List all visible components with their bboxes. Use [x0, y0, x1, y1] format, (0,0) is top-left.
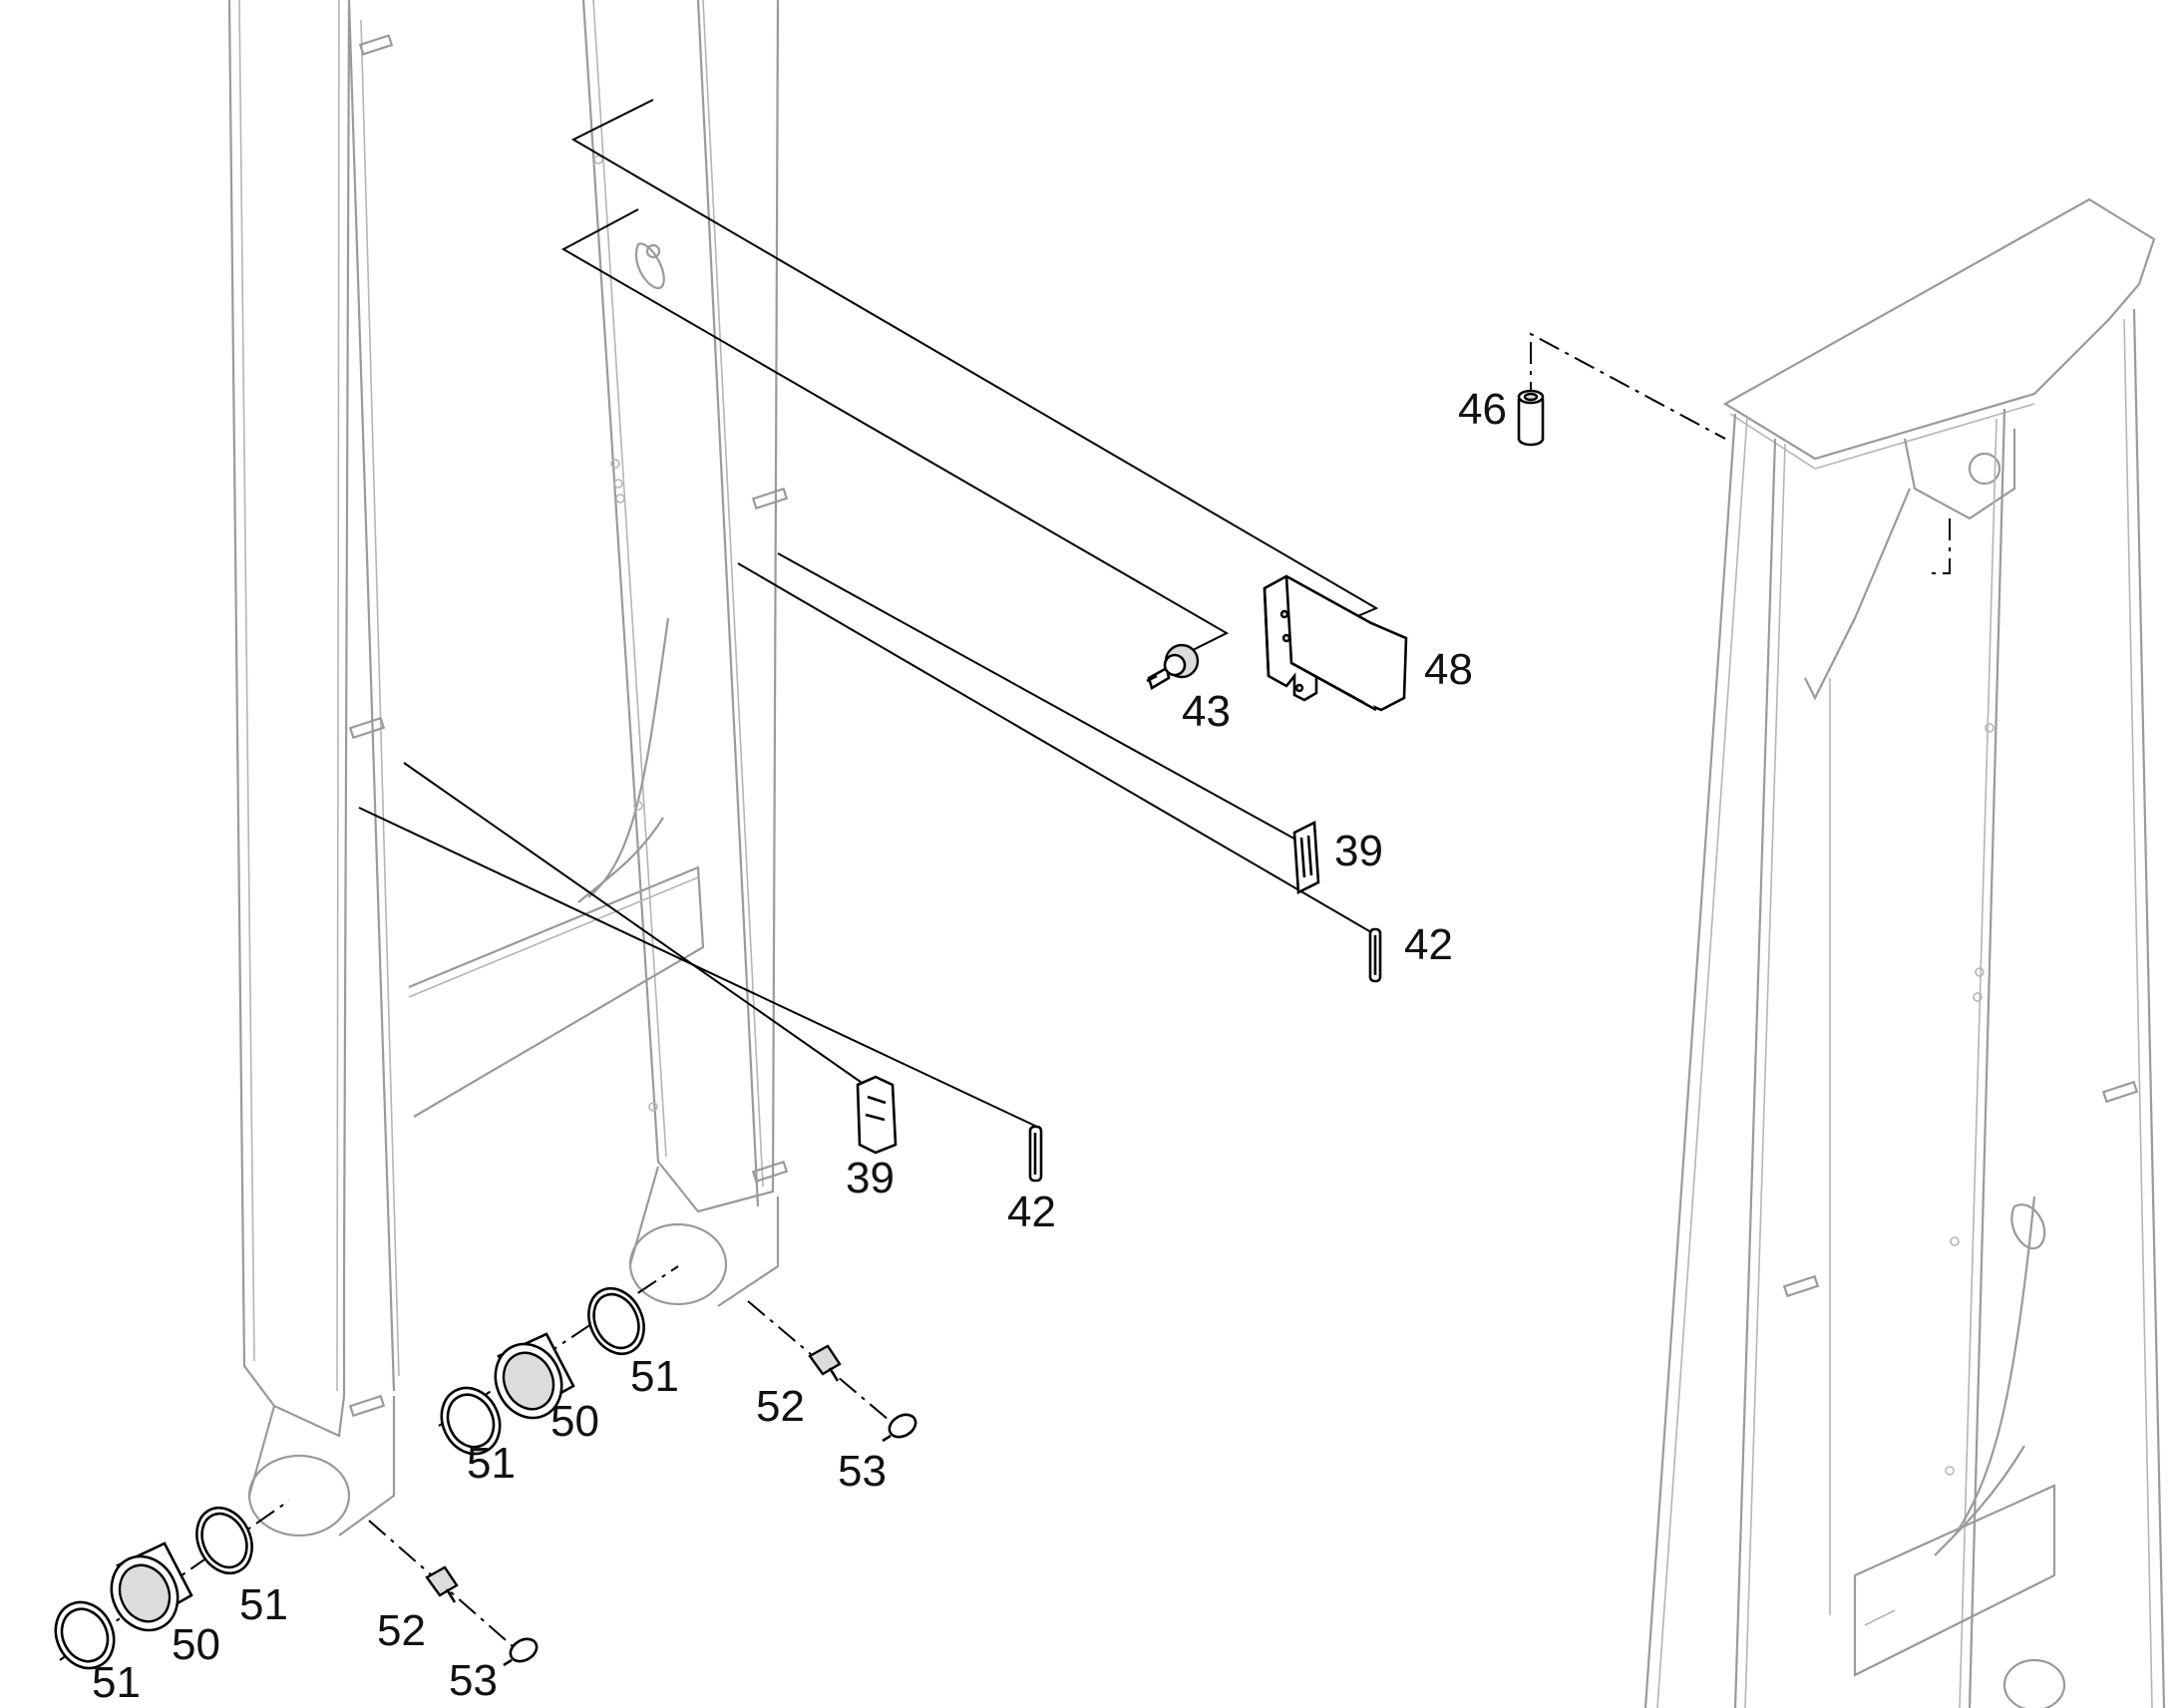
label-50-b: 50 — [172, 1620, 220, 1669]
label-52-a: 52 — [756, 1382, 805, 1431]
callout-labels: 46 48 43 39 42 39 42 51 50 51 52 53 51 5… — [92, 385, 1507, 1707]
part-39-right-plate — [1292, 820, 1320, 895]
lower-grease-fitting — [425, 1565, 539, 1667]
label-50-a: 50 — [550, 1397, 599, 1446]
label-53-b: 53 — [449, 1656, 498, 1705]
label-52-b: 52 — [377, 1606, 426, 1655]
label-39-left: 39 — [846, 1154, 895, 1202]
part-42-right-shim — [1368, 927, 1382, 983]
label-51-c: 51 — [239, 1580, 288, 1629]
label-51-b: 51 — [467, 1439, 516, 1488]
left-mast-frame — [227, 0, 789, 1537]
part-43-stud — [1146, 643, 1200, 690]
part-48-bracket — [1263, 574, 1408, 712]
part-39-left-plate — [856, 1075, 898, 1155]
part-46-sleeve — [1517, 389, 1545, 447]
leader-lines — [59, 99, 1951, 1661]
label-43: 43 — [1182, 687, 1231, 736]
label-46: 46 — [1458, 385, 1507, 434]
label-53-a: 53 — [838, 1447, 887, 1496]
label-42-left: 42 — [1007, 1188, 1056, 1236]
label-39-right: 39 — [1334, 827, 1383, 875]
part-42-left-shim — [1028, 1125, 1043, 1183]
lower-bushing-set — [54, 1506, 253, 1670]
label-51-a: 51 — [630, 1352, 679, 1401]
upper-bushing-set — [440, 1286, 645, 1456]
label-42-right: 42 — [1404, 920, 1453, 969]
upper-grease-fitting — [808, 1344, 917, 1443]
right-mast-frame — [1643, 197, 2166, 1708]
label-51-d: 51 — [92, 1658, 141, 1707]
label-48: 48 — [1424, 645, 1473, 694]
